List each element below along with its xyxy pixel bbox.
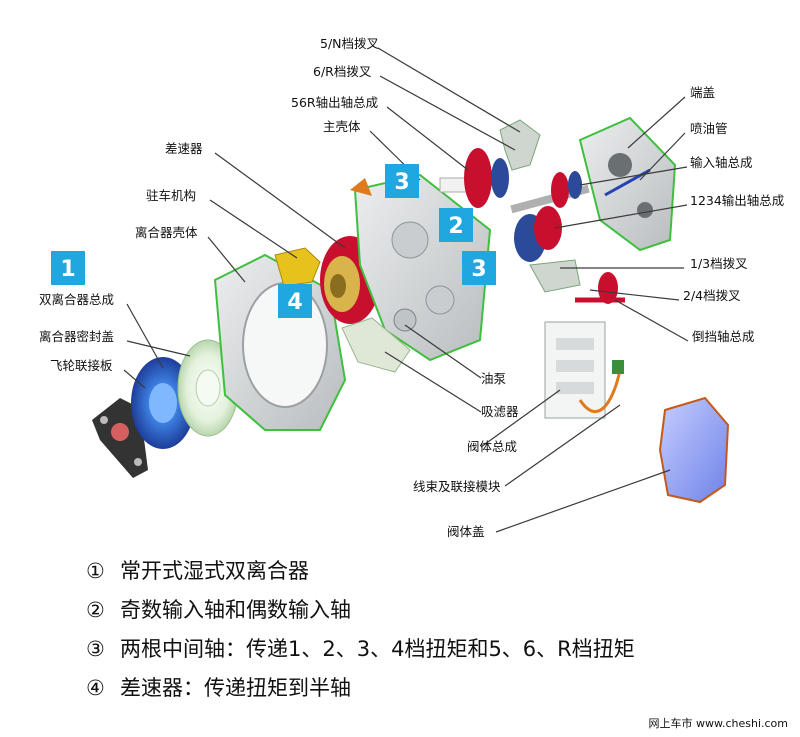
output-shaft-56r-part — [439, 148, 509, 208]
label-clutch-seal: 离合器密封盖 — [39, 329, 114, 344]
label-reverse-shaft: 倒挡轴总成 — [692, 329, 755, 344]
svg-text:3: 3 — [394, 170, 409, 195]
harness-part — [578, 360, 624, 413]
label-output-56r: 56R轴出轴总成 — [291, 95, 378, 110]
label-differential: 差速器 — [165, 141, 203, 156]
label-main-case: 主壳体 — [323, 119, 361, 134]
transmission-exploded-diagram: 1 2 3 3 4 5/N档拨叉 6/R档拨叉 56R轴出轴总成 主壳体 差速器… — [39, 36, 784, 539]
shift-fork-5n-6r-part — [499, 119, 541, 171]
label-output-1234: 1234输出轴总成 — [690, 193, 784, 208]
svg-text:3: 3 — [471, 257, 486, 282]
svg-text:4: 4 — [287, 290, 302, 315]
oil-pump-part — [393, 308, 417, 332]
label-harness: 线束及联接模块 — [413, 479, 501, 494]
label-oil-pump: 油泵 — [481, 371, 506, 386]
watermark: 网上车市 www.cheshi.com — [648, 717, 788, 730]
clutch-housing-part — [213, 253, 347, 431]
label-fork-24: 2/4档拨叉 — [683, 288, 741, 303]
reverse-shaft-part — [575, 272, 625, 304]
label-valve-cover: 阀体盖 — [447, 524, 485, 539]
valve-body-part — [544, 321, 606, 419]
part-labels: 5/N档拨叉 6/R档拨叉 56R轴出轴总成 主壳体 差速器 驻车机构 离合器壳… — [39, 36, 784, 539]
shift-fork-13-24-part — [529, 259, 581, 293]
label-clutch-case: 离合器壳体 — [135, 225, 198, 240]
svg-text:1: 1 — [60, 257, 75, 282]
valve-cover-part — [658, 396, 730, 504]
badge-1: 1 — [51, 251, 85, 285]
badge-4: 4 — [278, 284, 312, 318]
label-fork-13: 1/3档拨叉 — [690, 256, 748, 271]
label-flywheel-plate: 飞轮联接板 — [50, 358, 113, 373]
label-dual-clutch: 双离合器总成 — [39, 292, 114, 307]
label-oil-nozzle: 喷油管 — [690, 121, 728, 136]
badge-2: 2 — [439, 208, 473, 242]
badge-3-lower: 3 — [462, 251, 496, 285]
badge-3-upper: 3 — [385, 164, 419, 198]
label-end-cover: 端盖 — [690, 85, 715, 100]
input-shaft-part — [510, 171, 590, 214]
label-fork-6r: 6/R档拨叉 — [313, 64, 372, 79]
svg-text:2: 2 — [448, 214, 463, 239]
output-shaft-1234-part — [514, 206, 562, 262]
label-fork-5n: 5/N档拨叉 — [320, 36, 380, 51]
label-input-shaft: 输入轴总成 — [690, 155, 753, 170]
label-parking: 驻车机构 — [146, 188, 196, 203]
oil-filter-part — [341, 317, 411, 373]
parking-mechanism-part — [274, 247, 321, 287]
label-oil-filter: 吸滤器 — [481, 404, 519, 419]
label-valve-body: 阀体总成 — [467, 439, 517, 454]
